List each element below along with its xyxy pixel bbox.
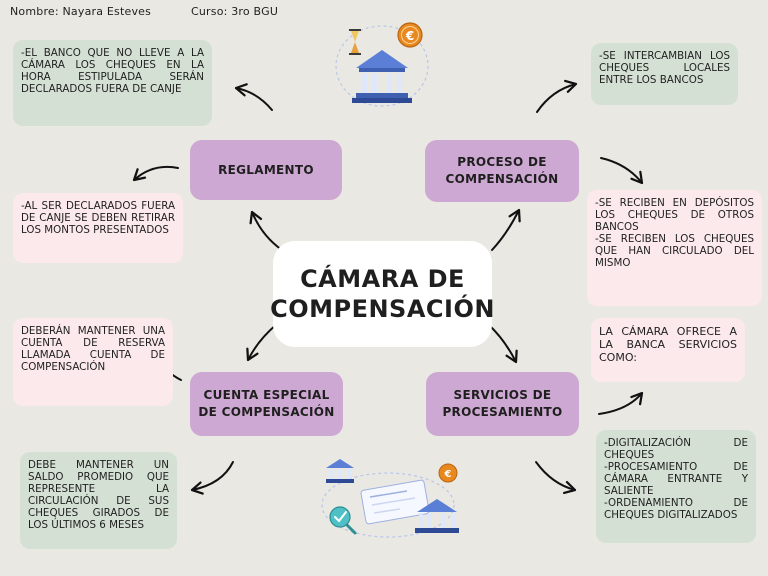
node-reglamento: REGLAMENTO bbox=[190, 140, 342, 200]
euro-coin-icon: € bbox=[438, 463, 458, 483]
cheque-icon bbox=[360, 479, 430, 525]
node-reglamento-label: REGLAMENTO bbox=[218, 162, 314, 177]
arrow-center-servicios bbox=[487, 323, 518, 364]
note-procesamiento: -PROCESAMIENTO DE CÁMARA ENTRANTE Y SALI… bbox=[604, 461, 748, 497]
note-digitalizacion: -DIGITALIZACIÓN DE CHEQUES bbox=[604, 437, 748, 461]
node-cuenta-line2: DE COMPENSACIÓN bbox=[198, 405, 335, 419]
svg-text:€: € bbox=[444, 469, 452, 480]
bank-building-icon bbox=[352, 50, 412, 103]
student-name: Nombre: Nayara Esteves bbox=[10, 5, 152, 18]
arrow-center-reglamento bbox=[249, 210, 283, 251]
svg-text:€: € bbox=[405, 29, 414, 43]
node-cuenta-especial: CUENTA ESPECIAL DE COMPENSACIÓN bbox=[190, 372, 343, 436]
note-ordenamiento: -ORDENAMIENTO DE CHEQUES DIGITALIZADOS bbox=[604, 497, 748, 521]
course-label: Curso: 3ro BGU bbox=[191, 5, 279, 18]
node-servicios-line2: PROCESAMIENTO bbox=[442, 405, 563, 419]
node-proceso-line2: COMPENSACIÓN bbox=[445, 172, 559, 186]
note-saldo-promedio: DEBE MANTENER UN SALDO PROMEDIO QUE REPR… bbox=[20, 452, 177, 549]
arrow-proceso-right bbox=[600, 157, 644, 185]
arrow-reglamento-top bbox=[234, 83, 273, 111]
arrow-cuenta-bottom bbox=[190, 461, 234, 495]
note-reciben: -SE RECIBEN EN DEPÓSITOS LOS CHEQUES DE … bbox=[587, 190, 762, 306]
arrow-center-proceso bbox=[491, 208, 521, 251]
central-topic: CÁMARA DE COMPENSACIÓN bbox=[270, 241, 495, 347]
node-proceso-line1: PROCESO DE bbox=[457, 155, 547, 169]
central-topic-line2: COMPENSACIÓN bbox=[270, 295, 495, 323]
bank-building-icon bbox=[415, 499, 459, 533]
node-proceso-compensacion: PROCESO DE COMPENSACIÓN bbox=[425, 140, 579, 202]
node-servicios-line1: SERVICIOS DE bbox=[453, 388, 552, 402]
hourglass-icon bbox=[349, 29, 361, 55]
note-reciben-depositos: -SE RECIBEN EN DEPÓSITOS LOS CHEQUES DE … bbox=[595, 197, 754, 233]
bottom-bank-illustration: € bbox=[321, 459, 459, 538]
note-servicios-intro: LA CÁMARA OFRECE A LA BANCA SERVICIOS CO… bbox=[591, 318, 745, 382]
arrow-reglamento-left bbox=[132, 165, 179, 182]
node-servicios-procesamiento: SERVICIOS DE PROCESAMIENTO bbox=[426, 372, 579, 436]
arrow-servicios-bottom bbox=[535, 461, 577, 495]
central-topic-line1: CÁMARA DE bbox=[300, 265, 465, 293]
euro-coin-icon: € bbox=[397, 22, 423, 48]
note-servicios-lista: -DIGITALIZACIÓN DE CHEQUES -PROCESAMIENT… bbox=[596, 430, 756, 543]
arrow-proceso-top bbox=[536, 79, 578, 113]
node-cuenta-line1: CUENTA ESPECIAL bbox=[203, 388, 330, 402]
note-banco-camara: -EL BANCO QUE NO LLEVE A LA CÁMARA LOS C… bbox=[13, 40, 212, 126]
note-reciben-circulado: -SE RECIBEN LOS CHEQUES QUE HAN CIRCULAD… bbox=[595, 233, 754, 269]
note-fuera-canje: -AL SER DECLARADOS FUERA DE CANJE SE DEB… bbox=[13, 193, 183, 263]
note-intercambian: -SE INTERCAMBIAN LOS CHEQUES LOCALES ENT… bbox=[591, 43, 738, 105]
arrow-servicios-right bbox=[598, 391, 644, 415]
magnifier-check-icon bbox=[329, 506, 357, 535]
bank-building-icon bbox=[326, 459, 354, 483]
top-bank-illustration: € bbox=[335, 22, 429, 107]
note-reserva: DEBERÁN MANTENER UNA CUENTA DE RESERVA L… bbox=[13, 318, 173, 406]
